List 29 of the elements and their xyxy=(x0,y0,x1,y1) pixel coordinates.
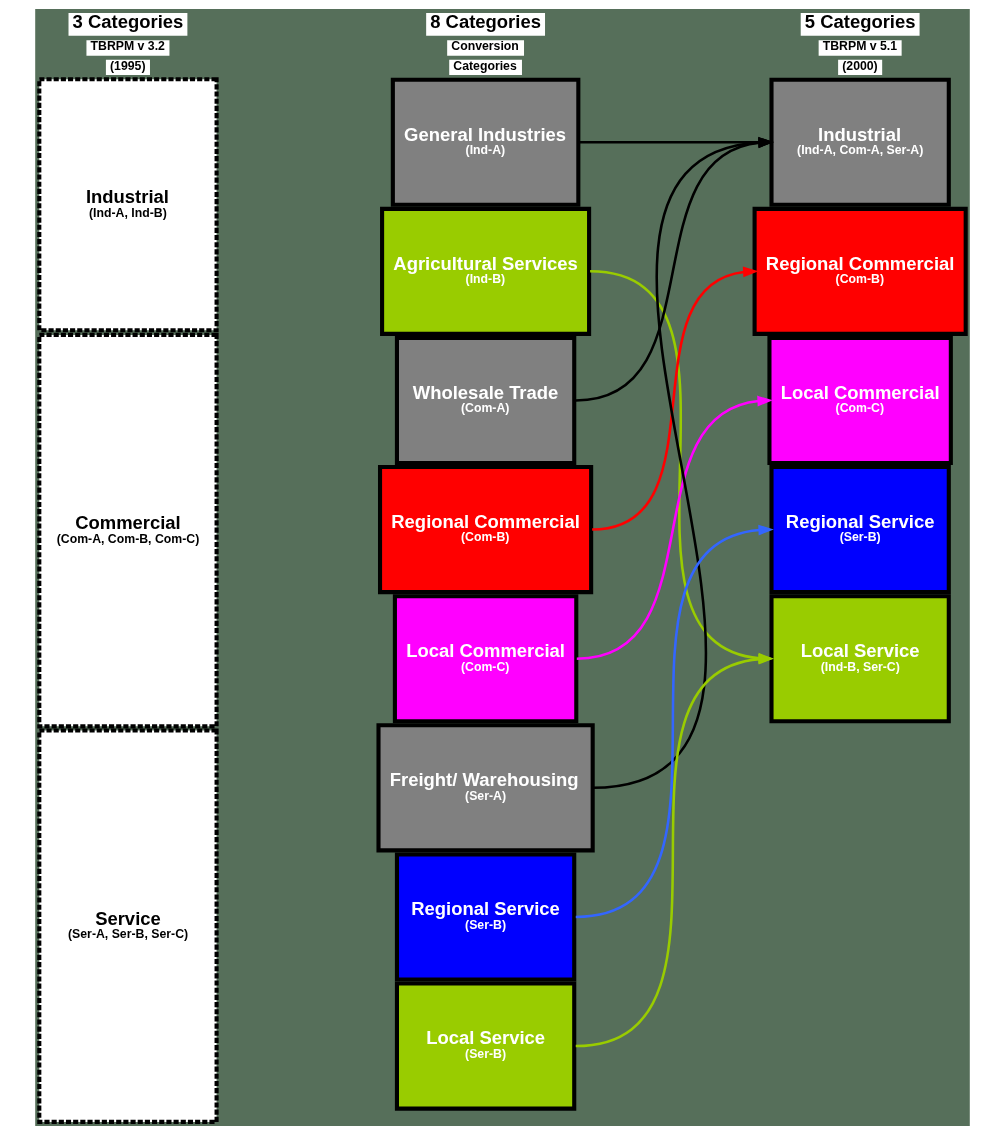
node-box: Regional Commercial (Com-B) xyxy=(752,206,968,336)
label: 3 Categories xyxy=(72,10,183,32)
node-box: Freight/ Warehousing (Ser-A) xyxy=(375,722,595,852)
arrow xyxy=(576,395,773,660)
label: Conversion xyxy=(450,38,519,53)
arrow xyxy=(591,266,758,531)
arrow xyxy=(575,136,774,402)
label: TBRPM v 5.1 xyxy=(822,38,897,53)
node-box: Regional Commercial (Com-B) xyxy=(377,464,593,594)
node-box: Local Commercial (Com-C) xyxy=(766,335,953,465)
label: TBRPM v 3.2 xyxy=(90,38,165,53)
node-box: Service (Ser-A, Ser-B, Ser-C) xyxy=(36,727,219,1124)
node-box: Regional Service (Ser-B) xyxy=(768,464,951,594)
node-box: Commercial (Com-A, Com-B, Com-C) xyxy=(36,332,219,728)
label: 5 Categories xyxy=(804,10,915,32)
node-box: Local Service (Ind-B, Ser-C) xyxy=(768,593,951,723)
node-box: Industrial (Ind-A, Com-A, Ser-A) xyxy=(768,77,951,207)
node-box: Local Commercial (Com-C) xyxy=(392,593,578,723)
label: Categories xyxy=(452,58,517,73)
node-box: Agricultural Services (Ind-B) xyxy=(379,206,591,336)
node-box: Local Service (Ser-B) xyxy=(394,981,576,1111)
label: (2000) xyxy=(841,58,878,73)
label: 8 Categories xyxy=(429,10,541,32)
label: (1995) xyxy=(109,58,146,73)
node-box: Wholesale Trade (Com-A) xyxy=(394,335,576,465)
node-box: Industrial (Ind-A, Ind-B) xyxy=(36,76,219,332)
node-box: Regional Service (Ser-B) xyxy=(394,851,576,981)
node-box: General Industries (Ind-A) xyxy=(390,77,580,207)
arrow xyxy=(579,136,774,148)
